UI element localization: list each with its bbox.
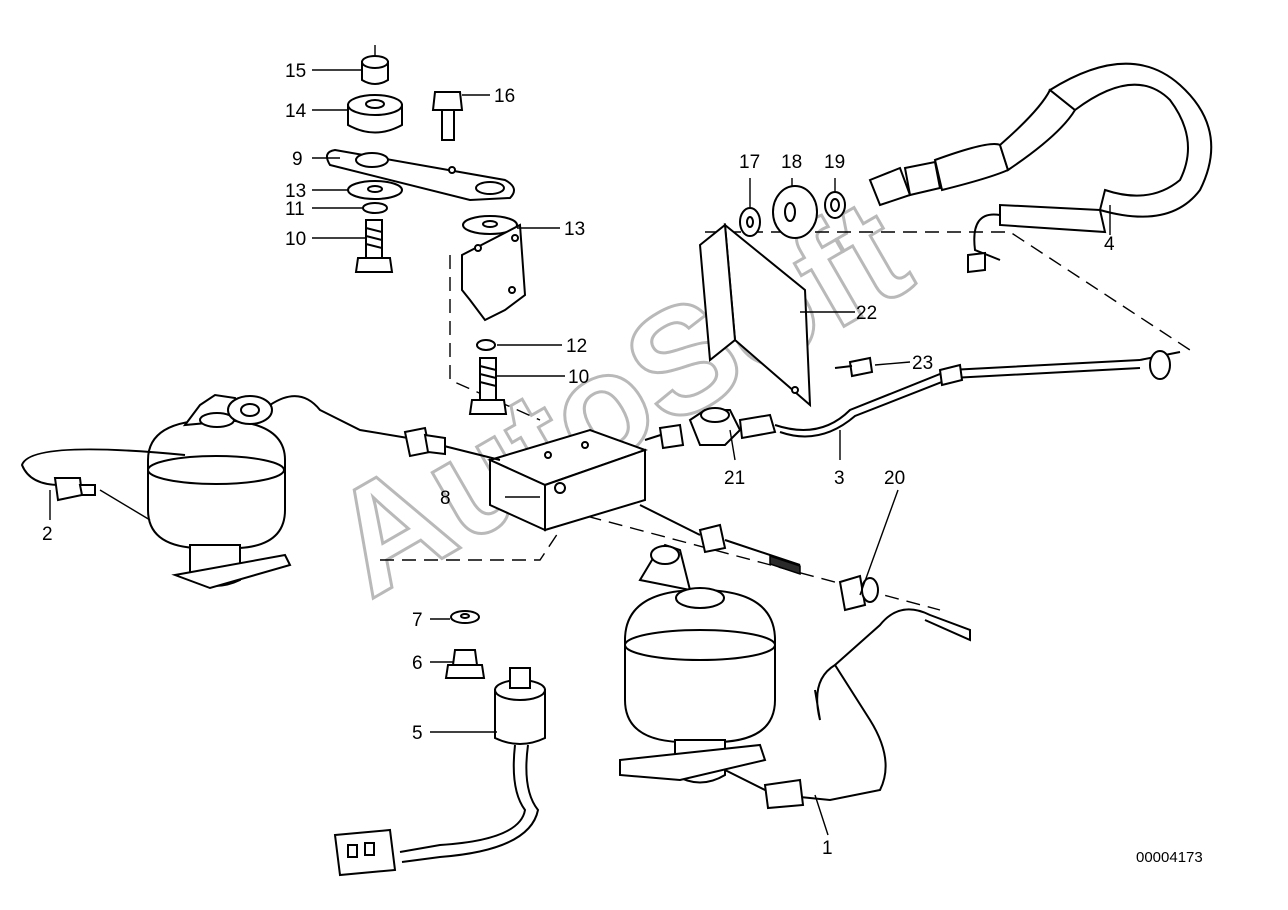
bolt-23: [834, 356, 874, 378]
pipe-center: [639, 423, 801, 576]
pipe-1: [724, 608, 971, 810]
callout-6: 6: [412, 653, 423, 674]
callouts: 15 14 9 13 11 10 16 13 12 10 2 8 7 6 5 1…: [42, 61, 1115, 859]
callout-14: 14: [285, 101, 307, 122]
callout-19: 19: [824, 152, 845, 173]
sleeve: [361, 45, 389, 85]
rubber-mount: [347, 94, 403, 134]
callout-20: 20: [884, 468, 905, 489]
callout-13-left: 13: [285, 181, 306, 202]
callout-4: 4: [1104, 234, 1115, 255]
pressure-switch-5: [494, 667, 546, 745]
union-fitting-left: [403, 426, 446, 458]
watermark: AutoSoft: [301, 164, 936, 629]
callout-10-lower: 10: [568, 367, 589, 388]
hex-bolt-10-upper: [354, 219, 394, 273]
grommet-18: [772, 185, 818, 239]
bracket-strip: [325, 148, 515, 202]
callout-8: 8: [440, 488, 451, 509]
callout-1: 1: [822, 838, 833, 859]
nut-12: [476, 339, 496, 351]
callout-12: 12: [566, 336, 587, 357]
callout-17: 17: [739, 152, 760, 173]
plug-6: [444, 649, 486, 679]
callout-16: 16: [494, 86, 515, 107]
callout-7: 7: [412, 610, 423, 631]
callout-21: 21: [724, 468, 745, 489]
pressure-accumulator-left: [147, 393, 292, 590]
pressure-switch-21: [688, 407, 777, 446]
hex-bolt-10-lower: [468, 357, 508, 415]
washer-19: [824, 191, 846, 219]
watermark-text: AutoSoft: [302, 166, 934, 628]
callout-22: 22: [856, 303, 877, 324]
cable-5: [333, 744, 540, 877]
callout-15: 15: [285, 61, 306, 82]
callout-23: 23: [912, 353, 933, 374]
bracket-plate-22: [698, 222, 812, 408]
callout-9: 9: [292, 149, 303, 170]
leader-lines: [49, 69, 1111, 836]
callout-11: 11: [285, 199, 305, 220]
pipe-3: [774, 350, 1181, 438]
washer-7: [450, 610, 480, 624]
angle-bracket: [461, 223, 527, 322]
hose-4: [868, 62, 1213, 274]
callout-3: 3: [834, 468, 845, 489]
distribution-block: [487, 428, 648, 532]
callout-10-upper: 10: [285, 229, 306, 250]
callout-2: 2: [42, 524, 53, 545]
callout-13-right: 13: [564, 219, 585, 240]
pipe-left: [20, 395, 501, 521]
grommet-20: [838, 574, 879, 612]
washer-17: [739, 207, 761, 237]
washer-right: [462, 215, 518, 235]
figure-number: 00004173: [1136, 849, 1203, 866]
callout-5: 5: [412, 723, 423, 744]
hex-bolt-16: [431, 91, 464, 141]
pressure-accumulator-right: [619, 543, 776, 784]
washers-left: [347, 180, 403, 214]
callout-18: 18: [781, 152, 802, 173]
